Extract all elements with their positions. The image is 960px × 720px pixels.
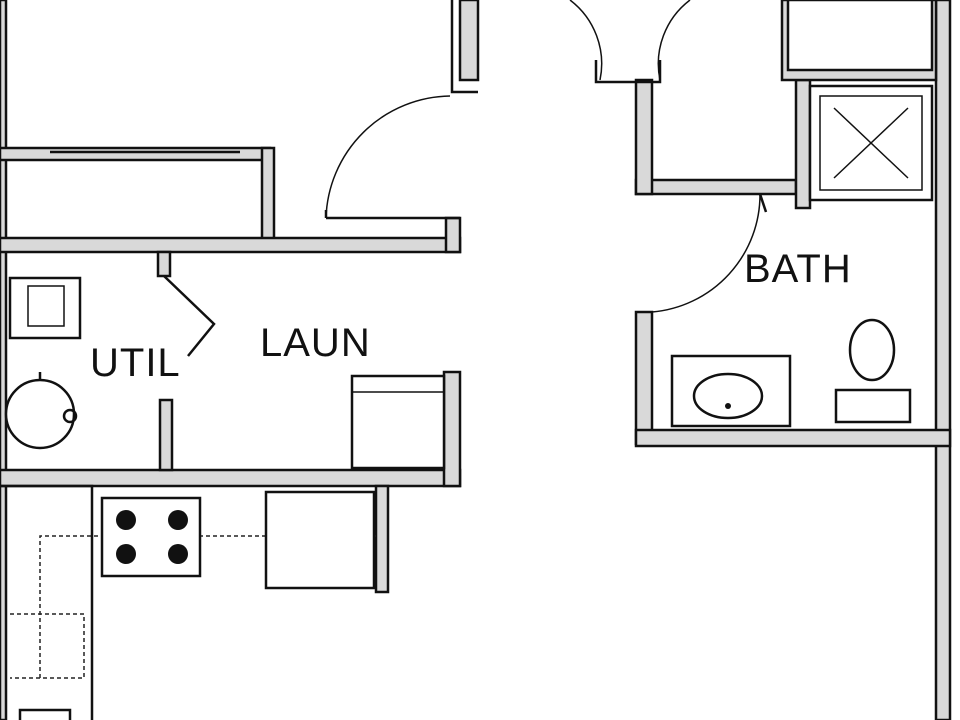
wall-laundry-top-right — [444, 216, 462, 254]
door-swing-top-right — [657, 0, 691, 81]
wall-bath-top — [634, 178, 798, 196]
door-swing-bedroom — [325, 95, 451, 219]
shower-inner — [819, 95, 923, 191]
wall-top-stub — [458, 0, 480, 82]
stove — [100, 496, 202, 578]
refrigerator — [264, 490, 376, 590]
wall-top-stub-end — [450, 0, 478, 94]
kitchen-counter-inner — [10, 613, 85, 679]
room-label-bath: BATH — [744, 247, 852, 291]
top-right-closet — [786, 0, 934, 72]
wall-closet-right — [260, 146, 276, 250]
vanity-sink — [692, 372, 764, 420]
wall-kitchen-right — [374, 484, 390, 594]
shower-x-2 — [833, 107, 909, 179]
bath-fixtures — [670, 84, 934, 428]
wall-left-outer — [0, 0, 8, 720]
kitchen — [0, 484, 376, 720]
wall-laundry-right — [442, 370, 462, 488]
room-label-laun: LAUN — [260, 321, 371, 365]
wall-right-outer — [934, 0, 952, 720]
burner-3 — [116, 544, 136, 564]
wall-util-divider-top — [156, 250, 172, 278]
kitchen-counter-outline — [39, 535, 376, 678]
wall-util-divider-bottom — [158, 398, 174, 472]
wall-laundry-top — [0, 236, 462, 254]
utility-sink-inner — [27, 285, 65, 327]
water-heater-valve — [62, 408, 78, 424]
wall-shower-left — [794, 78, 812, 210]
burner-1 — [116, 510, 136, 530]
utility-fixtures — [4, 276, 82, 450]
doors — [50, 0, 768, 357]
door-util-bifold — [163, 275, 216, 357]
wall-bath-left-top — [634, 78, 654, 196]
wall-laundry-bottom — [0, 468, 462, 488]
wall-closet-top — [0, 146, 272, 162]
toilet-bowl — [848, 318, 896, 382]
wall-bath-left-bottom — [634, 310, 654, 446]
room-label-util: UTIL — [90, 341, 181, 385]
burner-4 — [168, 544, 188, 564]
door-swing-top-left — [569, 0, 603, 81]
door-swing-bath — [651, 193, 761, 313]
vanity-drain — [725, 403, 731, 409]
kitchen-counter-edge — [0, 484, 94, 720]
door-leaf-bath — [758, 193, 768, 213]
kitchen-sink-edge — [18, 708, 72, 720]
closet-stub — [594, 60, 662, 84]
washer-dryer — [350, 374, 446, 470]
burner-2 — [168, 510, 188, 530]
toilet-tank — [834, 388, 912, 424]
utility-sink — [8, 276, 82, 340]
wall-bath-bottom — [634, 428, 952, 448]
